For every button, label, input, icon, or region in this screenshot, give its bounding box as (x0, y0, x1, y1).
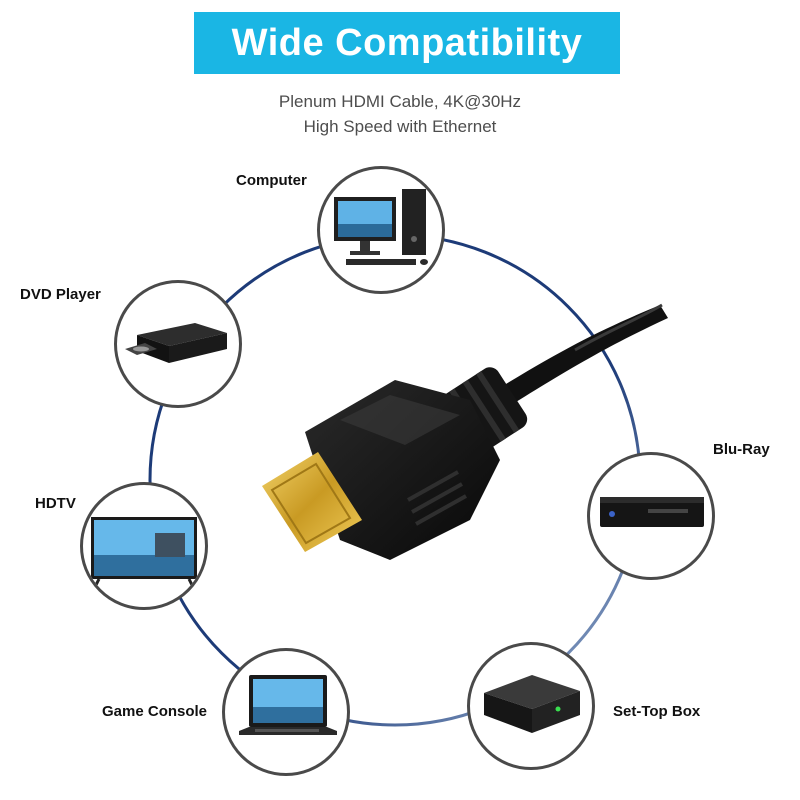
device-circle-game-console (222, 648, 350, 776)
device-label-blu-ray: Blu-Ray (713, 441, 770, 458)
subtitle-line-1: Plenum HDMI Cable, 4K@30Hz (278, 92, 522, 111)
device-circle-hdtv (80, 482, 208, 610)
device-label-hdtv: HDTV (35, 495, 76, 512)
blu-ray-player-icon (600, 497, 704, 527)
laptop-icon (239, 675, 337, 735)
dvd-player-icon (125, 323, 227, 363)
device-circle-dvd-player (114, 280, 242, 408)
device-circle-set-top-box (467, 642, 595, 770)
subtitle-line-2: High Speed with Ethernet (303, 117, 497, 136)
device-label-set-top-box: Set-Top Box (613, 703, 701, 720)
device-label-computer: Computer (236, 172, 307, 189)
device-label-game-console: Game Console (102, 703, 208, 720)
device-circle-blu-ray (587, 452, 715, 580)
title-banner: Wide Compatibility (194, 12, 620, 74)
set-top-box-icon (484, 675, 580, 733)
tv-icon (91, 517, 197, 588)
page-title: Wide Compatibility (231, 21, 583, 64)
computer-icon (334, 189, 428, 265)
device-label-dvd-player: DVD Player (20, 286, 101, 303)
device-circle-computer (317, 166, 445, 294)
